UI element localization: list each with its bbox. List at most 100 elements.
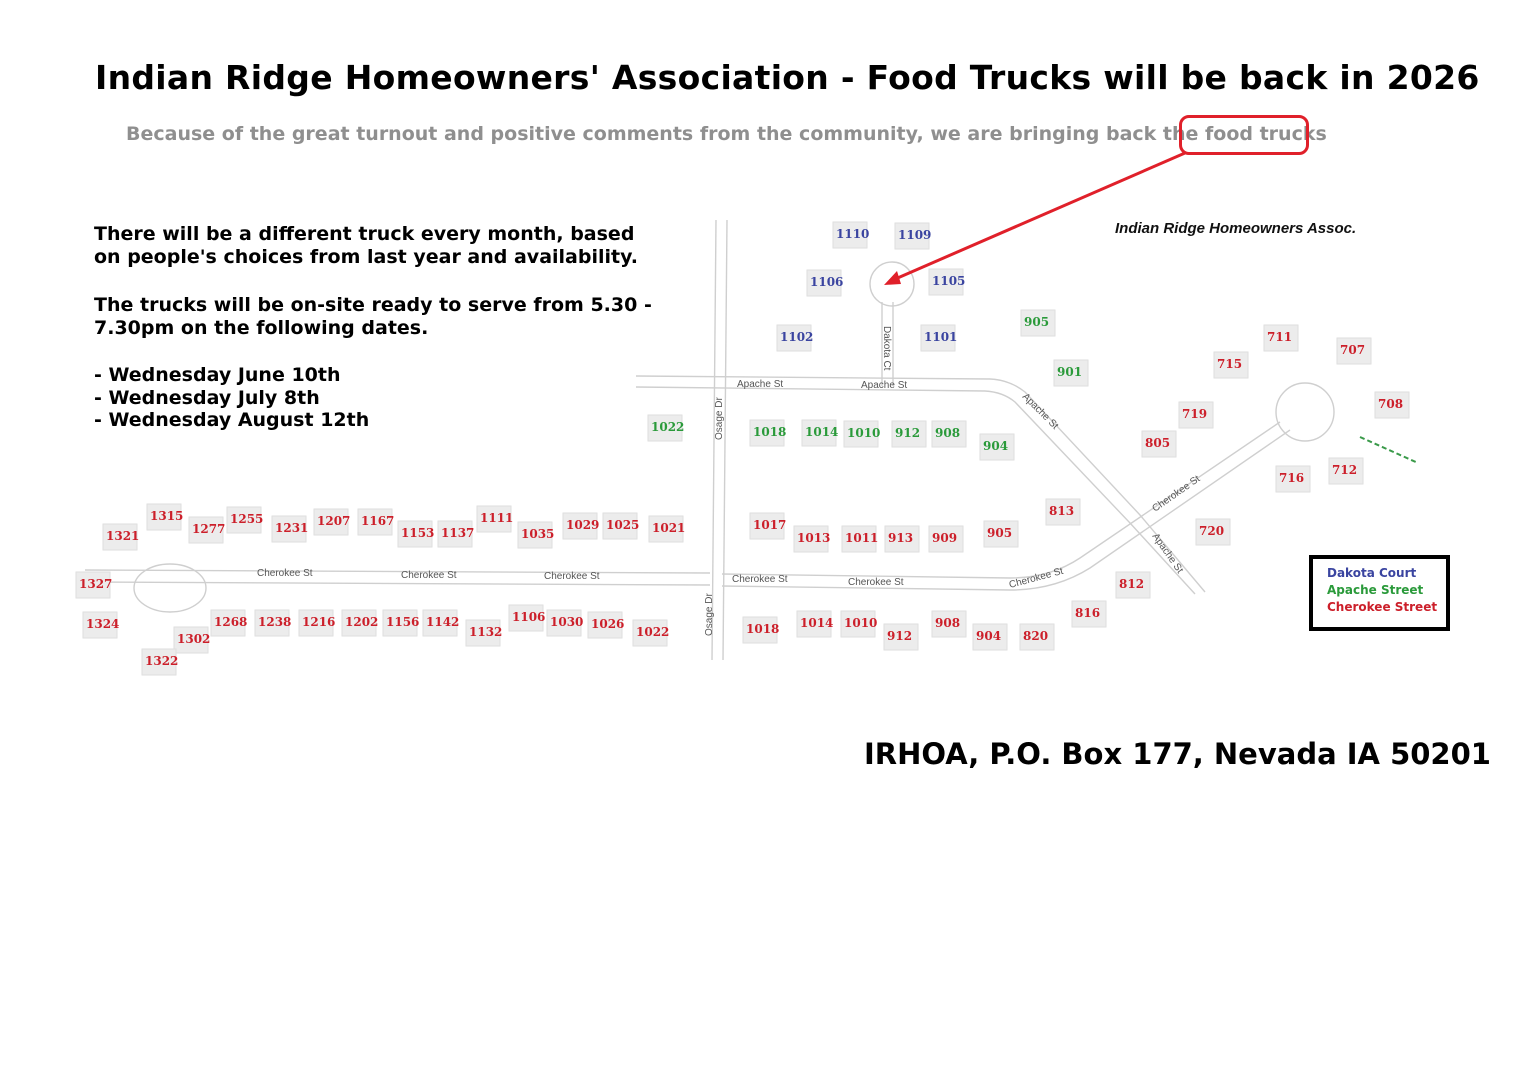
lot-shape (298, 609, 334, 637)
lot-number-cherokee: 820 (1023, 629, 1048, 643)
lot-number-cherokee: 1026 (591, 617, 624, 631)
lot-number-cherokee: 1207 (317, 514, 350, 528)
lot-number-cherokee: 1142 (426, 615, 459, 629)
lot-shape (793, 525, 829, 553)
street-label: Apache St (861, 380, 907, 391)
lot-shape (476, 505, 512, 533)
lot-shape (749, 419, 785, 447)
lot-number-dakota: 1110 (836, 227, 869, 241)
lot-number-cherokee: 816 (1075, 606, 1100, 620)
lot-shape (313, 508, 349, 536)
lot-shape (75, 571, 111, 599)
lot-number-cherokee: 805 (1145, 436, 1170, 450)
lot-shape (341, 609, 377, 637)
info-line-3: The trucks will be on-site ready to serv… (94, 294, 652, 316)
info-line-2: on people's choices from last year and a… (94, 246, 638, 268)
street-label: Osage Dr (704, 593, 715, 636)
lot-number-cherokee: 1017 (753, 518, 786, 532)
lot-number-cherokee: 1321 (106, 529, 139, 543)
lot-shape (884, 525, 920, 553)
lot-number-cherokee: 1322 (145, 654, 178, 668)
cul-de-sac-east (1275, 382, 1335, 442)
lot-number-cherokee: 1010 (844, 616, 877, 630)
lot-number-cherokee: 1022 (636, 625, 669, 639)
lot-number-apache: 904 (983, 439, 1008, 453)
lot-number-cherokee: 1018 (746, 622, 779, 636)
lot-number-cherokee: 1153 (401, 526, 434, 540)
lot-shape (517, 521, 553, 549)
lot-shape (1045, 498, 1081, 526)
lot-shape (1328, 457, 1364, 485)
lot-number-cherokee: 1025 (606, 518, 639, 532)
road-edge (635, 375, 1206, 593)
street-label: Apache St (1020, 391, 1061, 432)
lot-shape (1374, 391, 1410, 419)
lot-shape (210, 609, 246, 637)
lot-number-cherokee: 1324 (86, 617, 119, 631)
lot-number-cherokee: 719 (1182, 407, 1207, 421)
street-label: Cherokee St (257, 568, 313, 579)
lot-number-dakota: 1101 (924, 330, 957, 344)
date-july: - Wednesday July 8th (94, 387, 320, 409)
lot-shape (920, 324, 956, 352)
lot-shape (806, 269, 842, 297)
street-label: Cherokee St (544, 571, 600, 582)
lot-number-cherokee: 1029 (566, 518, 599, 532)
info-line-1: There will be a different truck every mo… (94, 223, 635, 245)
lot-shape (891, 420, 927, 448)
lot-number-cherokee: 1202 (345, 615, 378, 629)
lot-shape (832, 221, 868, 249)
street-label: Osage Dr (714, 397, 725, 440)
arrow-line (892, 151, 1186, 282)
lot-number-cherokee: 905 (987, 526, 1012, 540)
lot-number-dakota: 1105 (932, 274, 965, 288)
lot-number-cherokee: 904 (976, 629, 1001, 643)
arrow-head (884, 271, 901, 285)
lot-shape (1275, 465, 1311, 493)
lot-number-cherokee: 1132 (469, 625, 502, 639)
lot-number-apache: 908 (935, 426, 960, 440)
lot-number-cherokee: 720 (1199, 524, 1224, 538)
lot-number-cherokee: 1216 (302, 615, 335, 629)
lot-number-dakota: 1102 (780, 330, 813, 344)
lot-number-cherokee: 1231 (275, 521, 308, 535)
lot-number-cherokee: 909 (932, 531, 957, 545)
lot-shape (928, 268, 964, 296)
lot-shape (928, 525, 964, 553)
lot-shape (749, 512, 785, 540)
lot-number-cherokee: 711 (1267, 330, 1292, 344)
lot-number-cherokee: 1035 (521, 527, 554, 541)
lot-shape (647, 414, 683, 442)
map-title: Indian Ridge Homeowners Assoc. (1115, 220, 1357, 237)
food-trucks-highlight (1179, 115, 1309, 155)
lot-shape (465, 619, 501, 647)
lot-shape (1195, 518, 1231, 546)
road-edge (635, 386, 1196, 595)
lot-shape (188, 516, 224, 544)
lot-number-cherokee: 1167 (361, 514, 394, 528)
road-edge (711, 219, 717, 661)
trail-line (1359, 436, 1419, 464)
lot-shape (1071, 600, 1107, 628)
lot-shape (102, 523, 138, 551)
lot-shape (382, 609, 418, 637)
lot-number-cherokee: 1014 (800, 616, 833, 630)
lot-number-apache: 1018 (753, 425, 786, 439)
lot-shape (226, 506, 262, 534)
lot-number-apache: 905 (1024, 315, 1049, 329)
lot-number-cherokee: 908 (935, 616, 960, 630)
lot-number-cherokee: 1021 (652, 521, 685, 535)
lot-number-apache: 1022 (651, 420, 684, 434)
lot-number-cherokee: 1111 (480, 511, 513, 525)
lot-shape (632, 619, 668, 647)
road-edge (84, 581, 711, 586)
date-june: - Wednesday June 10th (94, 364, 341, 386)
lot-shape (1263, 324, 1299, 352)
date-august: - Wednesday August 12th (94, 409, 370, 431)
lot-number-cherokee: 1238 (258, 615, 291, 629)
road-edge (84, 569, 711, 574)
lot-number-cherokee: 1106 (512, 610, 545, 624)
lot-shape (1019, 623, 1055, 651)
road-edge (721, 429, 1291, 591)
